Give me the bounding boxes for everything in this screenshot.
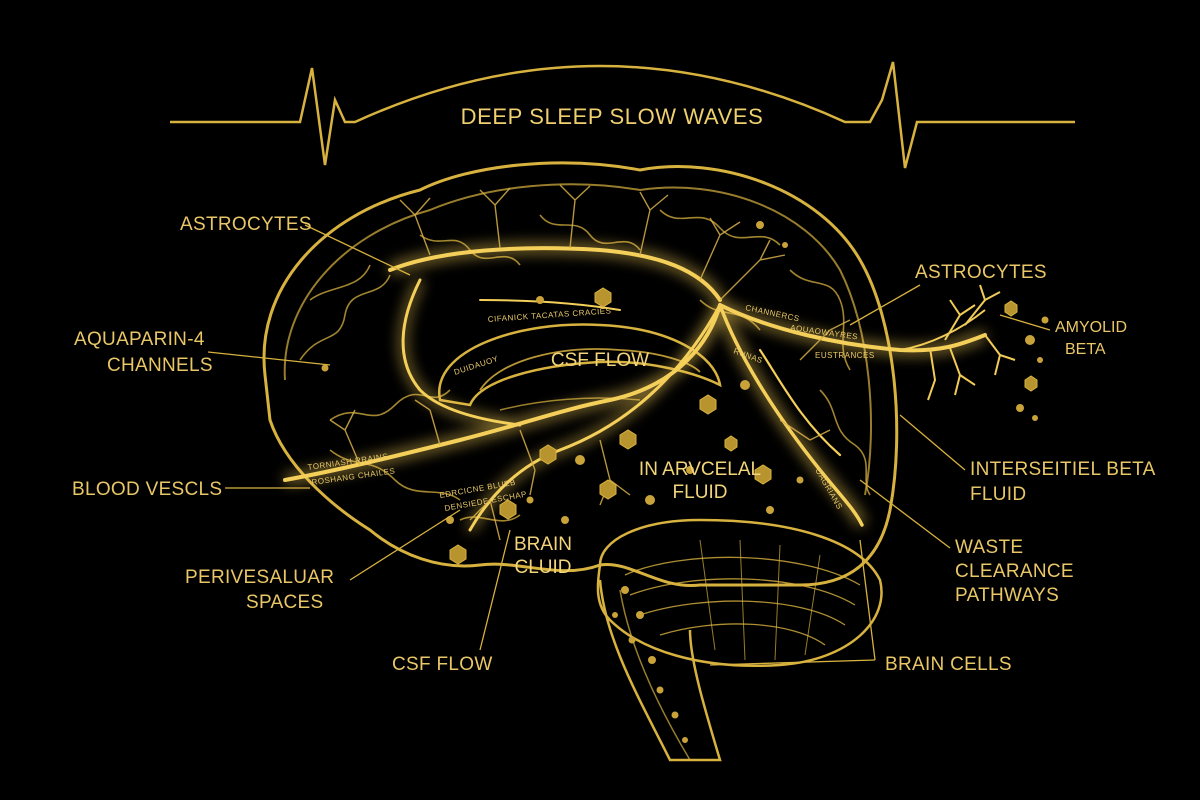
capillary-branches — [329, 184, 851, 541]
inner-brain-line1: BRAIN — [514, 534, 572, 555]
micro-right-channel-3: EUSTRANCES — [815, 351, 875, 360]
inner-labels: CSF FLOW IN ARVCELAL FLUID BRAIN CLUID — [514, 350, 761, 578]
label-astrocytes-left: ASTROCYTES — [180, 214, 312, 235]
brain-outline — [262, 161, 899, 588]
inner-interstitial-line2: FLUID — [673, 482, 728, 503]
interstitial-particles — [449, 287, 1038, 565]
label-aquaporin-line1: AQUAPARIN-4 — [74, 329, 205, 350]
micro-top-channel: CIFANICK TACATAS CRACIES — [488, 306, 612, 324]
label-interstitial-line1: INTERSEITIEL BETA — [970, 459, 1156, 480]
label-aquaporin-line2: CHANNELS — [107, 355, 213, 376]
label-amyloid-line2: BETA — [1065, 341, 1106, 358]
slow-wave-header: DEEP SLEEP SLOW WAVES — [170, 61, 1075, 169]
inner-brain-line2: CLUID — [514, 557, 571, 578]
outer-labels: ASTROCYTES AQUAPARIN-4 CHANNELS BLOOD VE… — [72, 214, 1156, 675]
blood-vessel-network — [283, 246, 987, 532]
label-brain-cells: BRAIN CELLS — [885, 654, 1012, 675]
label-interstitial-line2: FLUID — [970, 484, 1026, 505]
label-amyloid-line1: AMYOLID — [1055, 319, 1127, 336]
label-waste-line2: CLEARANCE — [955, 561, 1074, 582]
label-perivascular-line1: PERIVESALUAR — [185, 567, 334, 588]
label-waste-line1: WASTE — [955, 537, 1023, 558]
inner-interstitial-line1: IN ARVCELAL — [639, 459, 761, 480]
amyloid-dots — [321, 221, 1049, 524]
diagram-title: DEEP SLEEP SLOW WAVES — [461, 104, 764, 129]
label-blood-vessels: BLOOD VESCLS — [72, 479, 222, 500]
eeg-waveform — [170, 61, 1075, 169]
cerebellum — [596, 518, 883, 667]
channel-glow — [284, 243, 987, 532]
label-perivascular-line2: SPACES — [246, 592, 323, 613]
leader-lines — [207, 224, 1051, 666]
label-astrocytes-right: ASTROCYTES — [915, 262, 1047, 283]
label-waste-line3: PATHWAYS — [955, 585, 1059, 606]
inner-csf-flow: CSF FLOW — [551, 350, 649, 371]
label-csf-flow: CSF FLOW — [392, 654, 493, 675]
brainstem — [598, 579, 722, 762]
brainstem-dots — [612, 586, 688, 743]
astrocyte-terminal — [899, 284, 1016, 401]
